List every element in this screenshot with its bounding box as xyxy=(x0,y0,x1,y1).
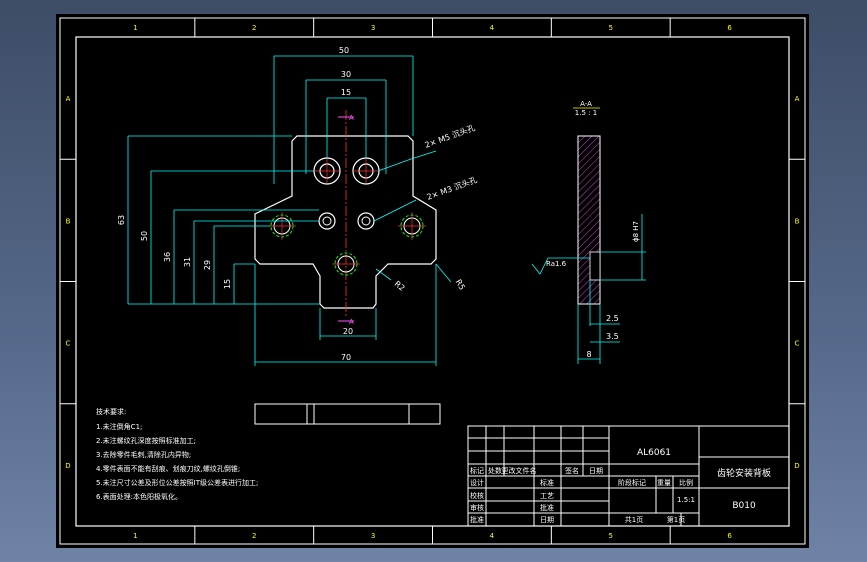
part-outline[interactable] xyxy=(254,135,437,309)
zone-row-c-right: C xyxy=(795,340,800,348)
dim-8: 8 xyxy=(586,350,591,359)
threaded-hole-bottom[interactable] xyxy=(332,252,360,276)
notes-heading: 技术要求: xyxy=(96,407,126,416)
technical-notes: 技术要求: 1.未注倒角C1; 2.未注螺纹孔深度按照标准加工; 3.去除零件毛… xyxy=(96,407,258,501)
zone-col-6-top: 6 xyxy=(727,24,732,32)
zone-col-3-bottom: 3 xyxy=(371,532,375,540)
drawing-number: B010 xyxy=(732,501,756,511)
dim-20-bottom: 20 xyxy=(343,327,353,336)
note-2: 2.未注螺纹孔深度按照标准加工; xyxy=(96,436,196,445)
dim-3-5: 3.5 xyxy=(606,332,619,341)
note-3: 3.去除零件毛刺,清除孔内异物; xyxy=(96,450,191,459)
dim-70-bottom: 70 xyxy=(341,353,351,362)
dim-bore: ϕ8 H7 xyxy=(632,221,640,242)
mid-approve: 批准 xyxy=(540,503,554,512)
zone-row-d-left: D xyxy=(65,462,70,470)
threaded-hole-right[interactable] xyxy=(398,212,426,240)
sheet-number: 第1页 xyxy=(667,515,685,524)
dim-63-left: 63 xyxy=(117,215,126,225)
dim-15-top: 15 xyxy=(341,88,351,97)
zone-col-4-top: 4 xyxy=(490,24,495,32)
section-view[interactable]: A-A 1.5 : 1 ϕ8 H7 2.5 3.5 8 Ra1.6 xyxy=(531,100,646,364)
header-date: 日期 xyxy=(589,467,603,475)
material: AL6061 xyxy=(637,448,671,458)
zone-dividers xyxy=(60,18,805,544)
zone-col-5-bottom: 5 xyxy=(609,532,613,540)
m3-hole-right[interactable] xyxy=(357,212,375,230)
header-count: 处数 xyxy=(488,466,502,475)
m5-counterbore-right[interactable] xyxy=(352,157,380,185)
note-4: 4.零件表面不能有刮痕、划痕刀纹,螺纹孔倒锥; xyxy=(96,464,240,473)
section-mark-bottom: A xyxy=(338,318,354,326)
m3-hole-left[interactable] xyxy=(318,212,336,230)
zone-row-a-right: A xyxy=(795,95,800,103)
zone-row-a-left: A xyxy=(66,95,71,103)
zone-labels: 1 2 3 4 5 6 1 2 3 4 5 6 A B C D A B C D xyxy=(65,24,799,540)
scale-label: 比例 xyxy=(679,478,693,487)
dim-r5: R5 xyxy=(454,278,467,292)
zone-row-c-left: C xyxy=(66,340,71,348)
dimension-lines xyxy=(127,55,452,366)
mid-process: 工艺 xyxy=(540,492,554,500)
drawing-canvas: 1 2 3 4 5 6 1 2 3 4 5 6 A B C D A B C D xyxy=(59,17,806,545)
zone-col-4-bottom: 4 xyxy=(490,532,495,540)
sheets-total: 共1页 xyxy=(625,515,643,524)
zone-row-b-right: B xyxy=(795,217,800,225)
row-check: 校核 xyxy=(470,491,484,500)
dim-36-left: 36 xyxy=(163,252,172,262)
svg-text:A: A xyxy=(349,318,354,326)
row-review: 审核 xyxy=(470,503,484,512)
section-scale: 1.5 : 1 xyxy=(575,109,597,117)
header-change-doc: 更改文件名 xyxy=(502,466,537,475)
mid-standard: 标准 xyxy=(540,478,554,487)
section-mark-top: A xyxy=(338,114,354,122)
header-mark: 标记 xyxy=(470,466,484,475)
row-approve: 批准 xyxy=(470,515,484,524)
revision-strip xyxy=(254,403,441,425)
svg-text:A: A xyxy=(349,114,354,122)
roughness-symbol: Ra1.6 xyxy=(546,260,567,268)
zone-col-5-top: 5 xyxy=(609,24,613,32)
m3-callout: 2× M3 沉头孔 xyxy=(425,174,478,201)
dim-50-top: 50 xyxy=(339,46,349,55)
scale-value: 1.5:1 xyxy=(677,496,695,504)
stage-label: 阶段标记 xyxy=(618,478,646,487)
note-6: 6.表面处理:本色阳极氧化。 xyxy=(96,492,182,501)
zone-row-b-left: B xyxy=(66,217,71,225)
title-block-text: AL6061 齿轮安装背板 B010 标记 处数 更改文件名 签名 日期 设计 … xyxy=(470,448,771,524)
zone-row-d-right: D xyxy=(794,462,799,470)
part-name: 齿轮安装背板 xyxy=(717,467,771,479)
mid-date: 日期 xyxy=(540,516,554,524)
zone-col-2-top: 2 xyxy=(252,24,256,32)
row-design: 设计 xyxy=(470,478,484,487)
dim-2-5: 2.5 xyxy=(606,314,619,323)
threaded-hole-left[interactable] xyxy=(268,212,296,240)
cad-viewport[interactable]: 1 2 3 4 5 6 1 2 3 4 5 6 A B C D A B C D xyxy=(56,14,809,548)
m5-counterbore-left[interactable] xyxy=(313,157,341,185)
dim-15-left: 15 xyxy=(223,279,232,289)
weight-label: 重量 xyxy=(657,479,671,487)
header-sign: 签名 xyxy=(565,466,579,475)
section-title: A-A xyxy=(580,100,592,108)
m5-callout: 2× M5 沉头孔 xyxy=(423,122,476,149)
title-block-grid xyxy=(467,425,790,527)
zone-col-6-bottom: 6 xyxy=(727,532,732,540)
dim-30-top: 30 xyxy=(341,70,351,79)
note-5: 5.未注尺寸公差及形位公差按照IT级公差表进行加工; xyxy=(96,478,258,487)
zone-col-3-top: 3 xyxy=(371,24,375,32)
dim-31-left: 31 xyxy=(183,257,192,267)
dim-50-left: 50 xyxy=(140,231,149,241)
dim-r2: R2 xyxy=(393,279,407,293)
zone-col-1-top: 1 xyxy=(133,24,137,32)
zone-col-2-bottom: 2 xyxy=(252,532,256,540)
dim-29-left: 29 xyxy=(203,260,212,270)
note-1: 1.未注倒角C1; xyxy=(96,422,142,431)
zone-col-1-bottom: 1 xyxy=(133,532,137,540)
